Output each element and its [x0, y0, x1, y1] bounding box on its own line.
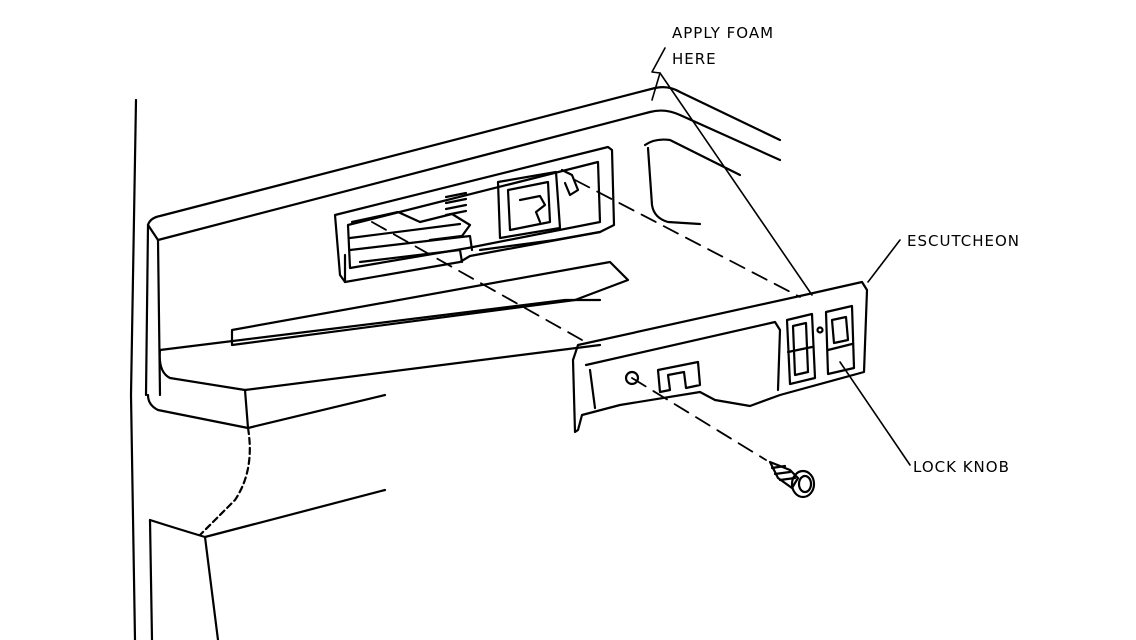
callout-apply-foam-line1: APPLY FOAM: [672, 24, 775, 42]
handle-recess: [333, 145, 616, 284]
leader-lines: [651, 47, 911, 466]
door-panel: [146, 86, 782, 640]
callout-escutcheon: ESCUTCHEON: [907, 232, 1020, 250]
callout-apply-foam-line2: HERE: [672, 50, 717, 68]
callout-apply-foam: APPLY FOAM HERE: [672, 20, 774, 72]
callout-lock-knob: LOCK KNOB: [913, 458, 1010, 476]
door-frame-edge: [129, 98, 150, 640]
screw: [768, 460, 816, 499]
escutcheon-part: [571, 280, 869, 434]
alignment-lines: [371, 179, 801, 461]
